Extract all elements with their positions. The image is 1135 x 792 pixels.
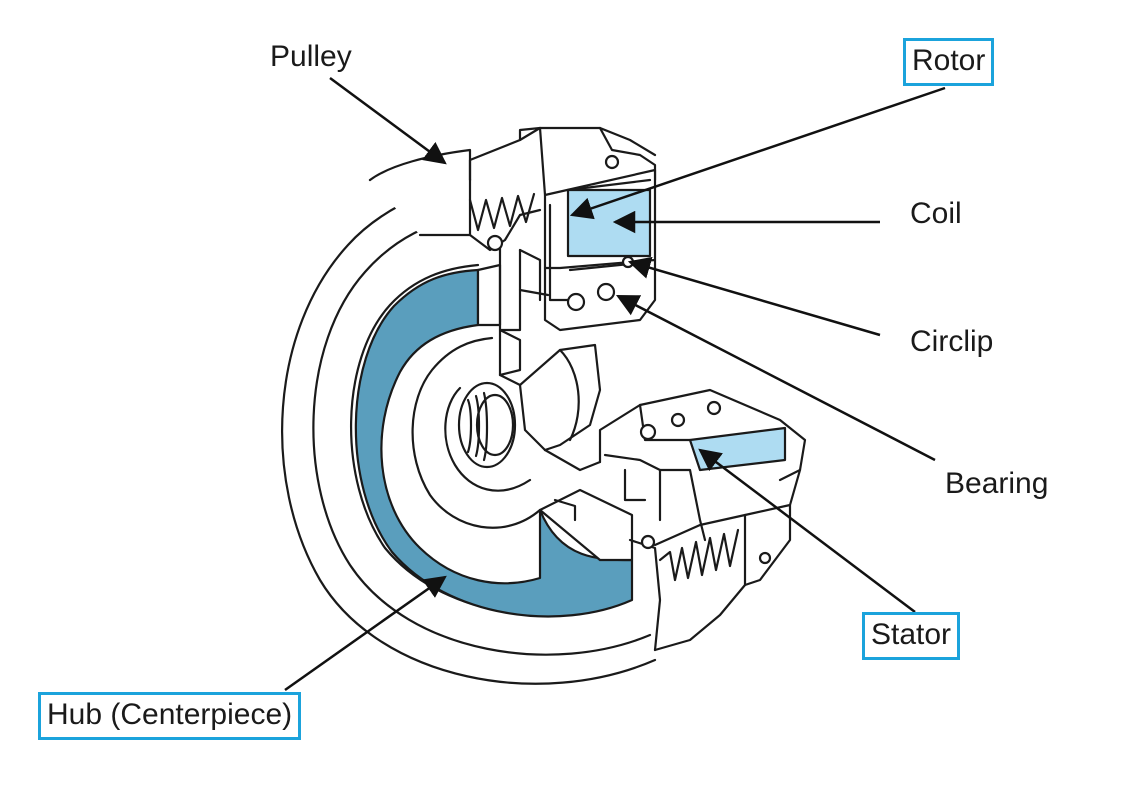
shaft-section [498, 343, 602, 472]
circlip-label: Circlip [910, 325, 994, 358]
stator-label: Stator [862, 612, 961, 660]
pulley-leader [329, 76, 447, 165]
rotor-label: Rotor [903, 38, 995, 86]
circlip-leader [627, 256, 881, 337]
stator-section [598, 388, 807, 652]
rotor-section [486, 154, 657, 377]
bearing-label: Bearing [945, 467, 1049, 500]
rotor-leader [569, 86, 946, 220]
hub-leader [284, 575, 447, 692]
bearing-leader [616, 294, 936, 462]
hub-label: Hub (Centerpiece) [38, 692, 302, 740]
stator-leader [698, 448, 916, 613]
hub-plate [281, 178, 657, 685]
coil-label: Coil [910, 197, 962, 230]
pulley-label: Pulley [270, 40, 352, 73]
hub-band [354, 268, 634, 618]
leader-lines [284, 76, 946, 692]
pulley-section [368, 126, 657, 252]
